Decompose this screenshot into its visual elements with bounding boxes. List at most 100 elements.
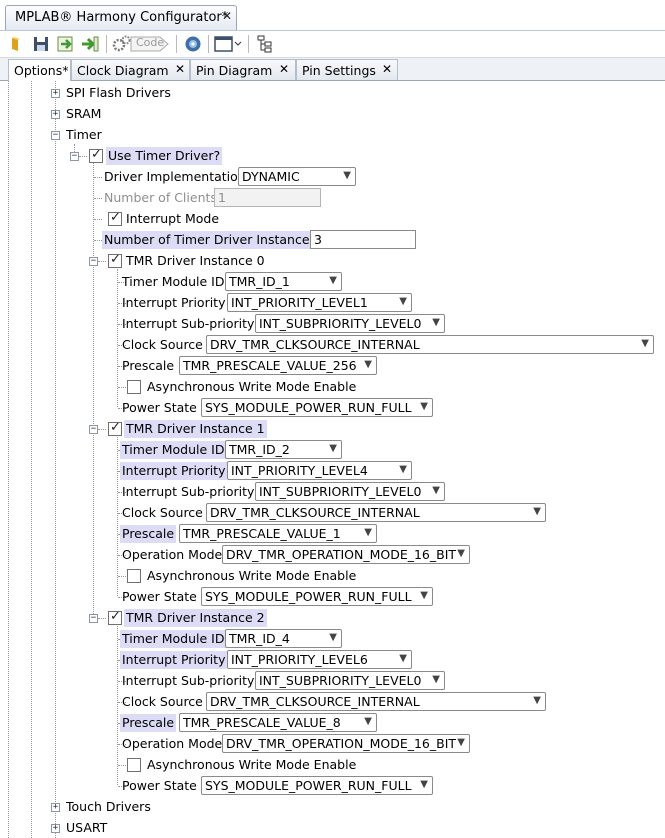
tab-pin-diagram[interactable]: Pin Diagram ✕ (190, 59, 296, 80)
tree-connector (118, 765, 126, 766)
tree-connector (118, 597, 126, 598)
interrupt-subpriority-select[interactable]: INT_SUBPRIORITY_LEVEL0▼ (255, 314, 445, 333)
close-icon[interactable]: ✕ (382, 62, 393, 76)
tree-connector (118, 303, 126, 304)
operation-mode-label: Operation Mode (122, 547, 223, 562)
export-icon[interactable] (79, 34, 101, 54)
collapse-icon[interactable]: − (51, 130, 60, 140)
timer-module-id-value: TMR_ID_1 (229, 274, 290, 289)
tree-connector (94, 177, 102, 178)
expand-icon[interactable]: + (51, 802, 60, 812)
timer-module-id-label: Timer Module ID (120, 441, 227, 459)
save-icon[interactable] (32, 34, 50, 54)
collapse-icon[interactable]: − (89, 613, 98, 623)
interrupt-priority-select[interactable]: INT_PRIORITY_LEVEL6▼ (227, 650, 412, 669)
clock-source-select[interactable]: DRV_TMR_CLKSOURCE_INTERNAL▼ (206, 503, 546, 522)
chevron-down-icon: ▼ (420, 779, 428, 790)
prescale-select[interactable]: TMR_PRESCALE_VALUE_8▼ (179, 713, 377, 732)
close-icon[interactable]: ✕ (222, 9, 233, 23)
number-of-instances-label: Number of Timer Driver Instances (102, 231, 319, 249)
import-icon[interactable] (56, 34, 78, 54)
bookmark-icon[interactable] (8, 34, 22, 54)
tree-item-touch-drivers[interactable]: Touch Drivers (66, 799, 151, 814)
timer-module-id-select[interactable]: TMR_ID_2▼ (225, 440, 342, 459)
tree-view-icon[interactable] (256, 34, 274, 54)
clock-source-select[interactable]: DRV_TMR_CLKSOURCE_INTERNAL▼ (206, 335, 654, 354)
prescale-label: Prescale (122, 358, 175, 373)
interrupt-subpriority-select[interactable]: INT_SUBPRIORITY_LEVEL0▼ (255, 671, 445, 690)
clock-source-label: Clock Source (122, 694, 203, 709)
async-write-checkbox[interactable] (127, 758, 141, 772)
expand-icon[interactable]: + (51, 88, 60, 98)
timer-module-id-select[interactable]: TMR_ID_4▼ (225, 629, 342, 648)
tab-clock-diagram[interactable]: Clock Diagram ✕ (71, 59, 190, 80)
power-state-value: SYS_MODULE_POWER_RUN_FULL (205, 589, 412, 604)
async-write-checkbox[interactable] (127, 380, 141, 394)
clock-source-select[interactable]: DRV_TMR_CLKSOURCE_INTERNAL ▼ (206, 692, 546, 711)
number-of-instances-input[interactable]: 3 (310, 230, 416, 249)
interrupt-subpriority-select[interactable]: INT_SUBPRIORITY_LEVEL0▼ (255, 482, 445, 501)
prescale-value: TMR_PRESCALE_VALUE_256 (183, 358, 357, 373)
operation-mode-select[interactable]: DRV_TMR_OPERATION_MODE_16_BIT▼ (222, 545, 470, 564)
tmr-instance-1-checkbox[interactable]: ✓ (108, 420, 122, 436)
window-titlebar: MPLAB® Harmony Configurator* ✕ (0, 0, 665, 31)
tab-options[interactable]: Options* (8, 59, 71, 81)
tree-guide (8, 81, 9, 838)
generate-code-button[interactable]: Code (112, 34, 170, 54)
interrupt-mode-checkbox[interactable]: ✓ (108, 210, 122, 226)
chevron-down-icon: ▼ (343, 170, 351, 181)
expand-icon[interactable]: + (51, 823, 60, 833)
chevron-down-icon: ▼ (533, 695, 541, 706)
tree-guide (55, 81, 56, 838)
collapse-icon[interactable]: − (70, 151, 79, 161)
window-layout-icon[interactable] (214, 34, 242, 54)
interrupt-priority-value: INT_PRIORITY_LEVEL1 (231, 295, 368, 310)
chevron-down-icon: ▼ (457, 737, 465, 748)
expand-icon[interactable]: + (51, 109, 60, 119)
tab-pin-settings[interactable]: Pin Settings ✕ (296, 59, 398, 80)
chevron-down-icon: ▼ (364, 359, 372, 370)
tab-pin-settings-label: Pin Settings (302, 63, 376, 78)
close-icon[interactable]: ✕ (279, 62, 290, 76)
use-timer-driver-label: Use Timer Driver? (106, 147, 223, 165)
tmr-instance-2-checkbox[interactable]: ✓ (108, 609, 122, 625)
driver-implementation-select[interactable]: DYNAMIC▼ (238, 167, 356, 186)
close-icon[interactable]: ✕ (175, 62, 186, 76)
configurator-tab[interactable]: MPLAB® Harmony Configurator* ✕ (5, 5, 237, 30)
harmony-logo-icon[interactable] (183, 34, 203, 54)
prescale-value: TMR_PRESCALE_VALUE_1 (183, 526, 341, 541)
chevron-down-icon: ▼ (641, 338, 649, 349)
tree-item-sram[interactable]: SRAM (66, 106, 102, 121)
use-timer-driver-checkbox[interactable]: ✓ (89, 147, 103, 163)
operation-mode-value: DRV_TMR_OPERATION_MODE_16_BIT (226, 736, 457, 751)
interrupt-priority-select[interactable]: INT_PRIORITY_LEVEL1 ▼ (227, 293, 412, 312)
clock-source-value: DRV_TMR_CLKSOURCE_INTERNAL (210, 694, 420, 709)
interrupt-priority-label: Interrupt Priority (122, 295, 226, 310)
timer-module-id-select[interactable]: TMR_ID_1▼ (225, 272, 342, 291)
code-arrow-icon (130, 36, 169, 52)
tree-item-spi-flash-drivers[interactable]: SPI Flash Drivers (66, 85, 171, 100)
tree-item-timer[interactable]: Timer (66, 127, 102, 142)
collapse-icon[interactable]: − (89, 256, 98, 266)
power-state-select[interactable]: SYS_MODULE_POWER_RUN_FULL▼ (201, 398, 433, 417)
editor-tab-bar: Options* Clock Diagram ✕ Pin Diagram ✕ P… (0, 58, 665, 81)
async-write-checkbox[interactable] (127, 569, 141, 583)
power-state-select[interactable]: SYS_MODULE_POWER_RUN_FULL▼ (201, 587, 433, 606)
interrupt-priority-select[interactable]: INT_PRIORITY_LEVEL4▼ (227, 461, 412, 480)
prescale-select[interactable]: TMR_PRESCALE_VALUE_1▼ (179, 524, 377, 543)
operation-mode-select[interactable]: DRV_TMR_OPERATION_MODE_16_BIT▼ (222, 734, 470, 753)
power-state-select[interactable]: SYS_MODULE_POWER_RUN_FULL▼ (201, 776, 433, 795)
chevron-down-icon: ▼ (399, 464, 407, 475)
tree-guide (74, 144, 75, 156)
prescale-select[interactable]: TMR_PRESCALE_VALUE_256 ▼ (179, 356, 377, 375)
tree-connector (118, 744, 126, 745)
tree-item-usart[interactable]: USART (66, 820, 108, 835)
tmr-instance-0-checkbox[interactable]: ✓ (108, 252, 122, 268)
interrupt-subpriority-value: INT_SUBPRIORITY_LEVEL0 (259, 316, 422, 331)
number-of-clients-input[interactable]: 1 (214, 188, 321, 207)
collapse-icon[interactable]: − (89, 424, 98, 434)
tree-guide (117, 626, 118, 785)
power-state-label: Power State (122, 589, 197, 604)
chevron-down-icon: ▼ (399, 296, 407, 307)
tree-connector (118, 492, 126, 493)
